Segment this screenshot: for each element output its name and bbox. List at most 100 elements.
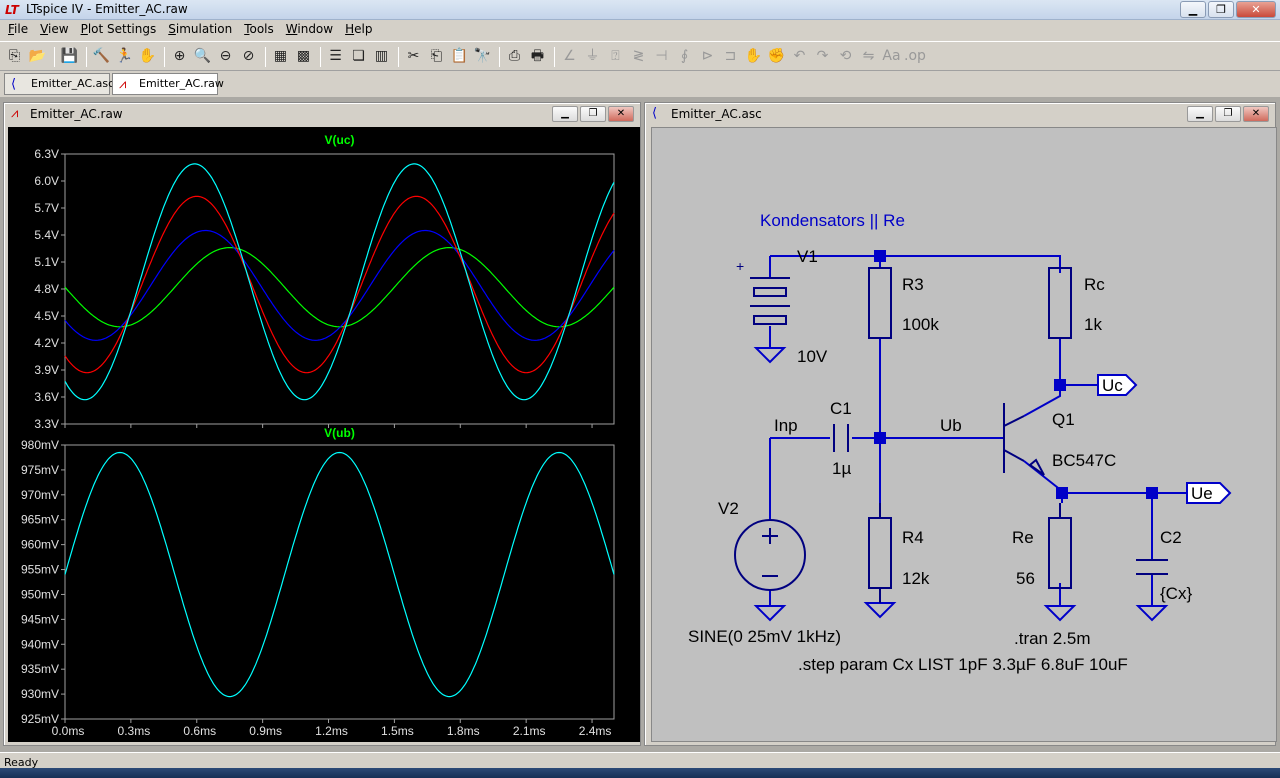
menu-view[interactable]: View [40, 22, 69, 36]
inductor-icon[interactable]: ∮ [680, 48, 689, 64]
x-tick-label: 2.4ms [579, 724, 612, 738]
find-icon[interactable]: 🔭 [473, 48, 492, 64]
y-tick-label: 3.6V [34, 390, 59, 404]
menu-simulation[interactable]: Simulation [168, 22, 233, 36]
trace-line[interactable] [64, 229, 615, 341]
rotate-icon[interactable]: ⟲ [839, 48, 852, 64]
pan-hand-icon[interactable]: ✋ [138, 48, 157, 64]
zoom-out-icon[interactable]: ⊖ [219, 48, 232, 64]
toolbar-separator [86, 46, 87, 67]
tile-vertical-icon[interactable]: ▥ [374, 48, 389, 64]
y-tick-label: 930mV [21, 687, 59, 701]
trace-line[interactable] [64, 247, 615, 328]
open-folder-icon[interactable]: 📂 [28, 48, 47, 64]
zoom-area-icon[interactable]: 🔍 [193, 48, 212, 64]
control-panel-icon[interactable]: 🔨 [92, 48, 111, 64]
c1-name: C1 [830, 399, 852, 418]
pane-vub: V(ub)980mV975mV970mV965mV960mV955mV950mV… [21, 426, 615, 738]
schematic-minimize-button[interactable]: ▁ [1187, 106, 1213, 122]
grid-icon[interactable]: ▩ [296, 48, 311, 64]
menu-plot-settings[interactable]: Plot Settings [80, 22, 157, 36]
waveform-icon: ⩘ [11, 106, 19, 121]
schematic-icon: ⟨ [652, 106, 658, 121]
net-label-ub: Ub [940, 416, 962, 435]
new-schematic-icon[interactable]: ⎘ [8, 48, 21, 64]
ground-icon[interactable]: ⏚ [585, 48, 600, 64]
drag-icon[interactable]: ✊ [767, 48, 786, 64]
save-icon[interactable]: 💾 [60, 48, 79, 64]
cut-icon[interactable]: ✂ [407, 48, 420, 64]
copy-icon[interactable]: ⎗ [430, 48, 443, 64]
plot-close-button[interactable]: ✕ [608, 106, 634, 122]
schematic-restore-button[interactable]: ❐ [1215, 106, 1241, 122]
trace-line[interactable] [64, 451, 615, 698]
v2-name: V2 [718, 499, 739, 518]
x-tick-label: 1.2ms [315, 724, 348, 738]
y-tick-label: 5.1V [34, 255, 59, 269]
resistor-icon[interactable]: ≷ [632, 48, 645, 64]
sine-source-v2-symbol [734, 519, 806, 591]
maximize-button[interactable]: ❐ [1208, 1, 1234, 18]
port-symbols [1097, 374, 1232, 504]
ltspice-logo-icon: LT [5, 3, 19, 17]
y-tick-label: 940mV [21, 637, 59, 651]
spice-directive-icon[interactable]: .op [904, 48, 926, 64]
undo-icon[interactable]: ↶ [793, 48, 806, 64]
tab-emitter-raw[interactable]: ⩘ Emitter_AC.raw [112, 73, 224, 95]
schematic-canvas[interactable]: + [651, 127, 1277, 742]
text-icon[interactable]: Aa [882, 48, 901, 64]
cascade-icon[interactable]: ❏ [352, 48, 365, 64]
wire-icon[interactable]: ∠ [563, 48, 576, 64]
tile-horizontal-icon[interactable]: ☰ [329, 48, 342, 64]
tab-label: Emitter_AC.raw [139, 77, 224, 90]
zoom-fit-icon[interactable]: ⊘ [242, 48, 255, 64]
toolbar-separator [320, 46, 321, 67]
trace-label[interactable]: V(uc) [325, 133, 355, 147]
ground-symbols [753, 347, 1169, 622]
toolbar-separator [265, 46, 266, 67]
y-tick-label: 935mV [21, 662, 59, 676]
zoom-in-icon[interactable]: ⊕ [173, 48, 186, 64]
diode-icon[interactable]: ⊳ [701, 48, 714, 64]
trace-line[interactable] [64, 195, 615, 374]
print-setup-icon[interactable]: ⎙ [508, 48, 521, 64]
re-name: Re [1012, 528, 1034, 547]
run-icon[interactable]: 🏃 [115, 48, 134, 64]
paste-icon[interactable]: 📋 [450, 48, 469, 64]
schematic-close-button[interactable]: ✕ [1243, 106, 1269, 122]
menu-file[interactable]: File [8, 22, 29, 36]
rc-name: Rc [1084, 275, 1105, 294]
mirror-icon[interactable]: ⇋ [862, 48, 875, 64]
menu-window[interactable]: Window [285, 22, 334, 36]
capacitor-c2-symbol [1136, 559, 1168, 575]
trace-label[interactable]: V(ub) [324, 426, 355, 440]
v2-value: SINE(0 25mV 1kHz) [688, 627, 841, 646]
schematic-svg[interactable]: + [652, 128, 1276, 741]
autorange-icon[interactable]: ▦ [273, 48, 288, 64]
component-icon[interactable]: ⊐ [724, 48, 737, 64]
menu-help[interactable]: Help [345, 22, 373, 36]
print-icon[interactable]: 🖶 [530, 48, 545, 64]
toolbar-separator [54, 46, 55, 67]
trace-line[interactable] [64, 163, 615, 401]
net-label-inp: Inp [774, 416, 798, 435]
y-tick-label: 4.2V [34, 336, 59, 350]
plot-restore-button[interactable]: ❐ [580, 106, 606, 122]
close-button[interactable]: ✕ [1236, 1, 1276, 18]
redo-icon[interactable]: ↷ [816, 48, 829, 64]
junction-dots [874, 250, 1158, 499]
label-net-icon[interactable]: ⍰ [611, 48, 620, 64]
npn-transistor-q1-symbol [1003, 403, 1045, 476]
r3-value: 100k [902, 315, 939, 334]
waveform-svg[interactable]: V(uc)6.3V6.0V5.7V5.4V5.1V4.8V4.5V4.2V3.9… [8, 127, 640, 742]
plot-minimize-button[interactable]: ▁ [552, 106, 578, 122]
tab-emitter-asc[interactable]: ⟨ Emitter_AC.asc [4, 73, 114, 95]
battery-v1-symbol: + [736, 258, 790, 325]
menu-tools[interactable]: Tools [244, 22, 274, 36]
move-icon[interactable]: ✋ [744, 48, 763, 64]
minimize-button[interactable]: ▁ [1180, 1, 1206, 18]
plot-window-titlebar: ⩘ Emitter_AC.raw ▁ ❐ ✕ [4, 103, 640, 125]
capacitor-icon[interactable]: ⊣ [655, 48, 668, 64]
schematic-icon: ⟨ [11, 77, 17, 92]
